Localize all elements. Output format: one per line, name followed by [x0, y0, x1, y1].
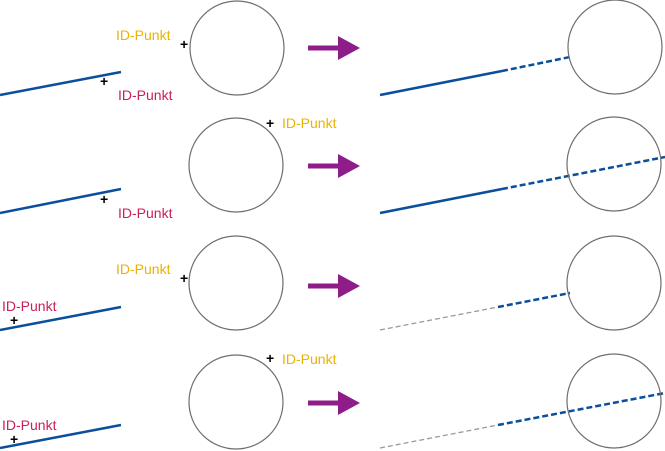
cross-marker: + [180, 36, 188, 52]
result-line-solid [379, 69, 503, 97]
cross-marker: + [10, 312, 18, 328]
line-id-label: ID-Punkt [2, 298, 57, 314]
line-id-label: ID-Punkt [118, 205, 173, 221]
result-circle [566, 235, 662, 331]
transform-arrow [308, 274, 360, 298]
circle-id-label: ID-Punkt [116, 261, 171, 277]
cross-marker: + [10, 431, 18, 447]
source-circle [188, 354, 284, 450]
arrow-head [338, 154, 360, 178]
source-line [0, 187, 122, 215]
result-line-dashed [501, 55, 571, 73]
source-line [0, 305, 122, 332]
result-line-gray-dashed [379, 306, 499, 331]
transform-arrow [308, 36, 360, 60]
cross-marker: + [180, 270, 188, 286]
result-line-dashed [501, 155, 665, 191]
cross-marker: + [266, 115, 274, 131]
source-circle [188, 117, 284, 213]
source-circle [188, 235, 284, 331]
row-1: + ID-Punkt + ID-Punkt [0, 0, 663, 103]
circle-id-label: ID-Punkt [116, 27, 171, 43]
result-circle [566, 116, 662, 212]
circle-id-label: ID-Punkt [282, 351, 337, 367]
row-4: + ID-Punkt + ID-Punkt [0, 350, 665, 450]
transform-arrow [308, 391, 360, 415]
cross-marker: + [100, 191, 108, 207]
result-circle [567, 0, 663, 95]
result-line-dashed [497, 291, 571, 309]
circle-id-label: ID-Punkt [282, 115, 337, 131]
row-2: + ID-Punkt + ID-Punkt [0, 115, 665, 221]
source-line [0, 423, 122, 450]
result-line-dashed [497, 391, 665, 427]
cross-marker: + [266, 350, 274, 366]
source-line [0, 70, 122, 97]
source-circle [189, 0, 285, 96]
arrow-head [338, 274, 360, 298]
result-circle [566, 353, 662, 449]
arrow-head [338, 391, 360, 415]
line-id-label: ID-Punkt [2, 417, 57, 433]
transform-arrow [308, 154, 360, 178]
result-line-gray-dashed [379, 424, 499, 449]
row-3: + ID-Punkt + ID-Punkt [0, 235, 662, 332]
result-line-solid [379, 187, 503, 215]
arrow-head [338, 36, 360, 60]
cross-marker: + [100, 73, 108, 89]
line-id-label: ID-Punkt [118, 87, 173, 103]
